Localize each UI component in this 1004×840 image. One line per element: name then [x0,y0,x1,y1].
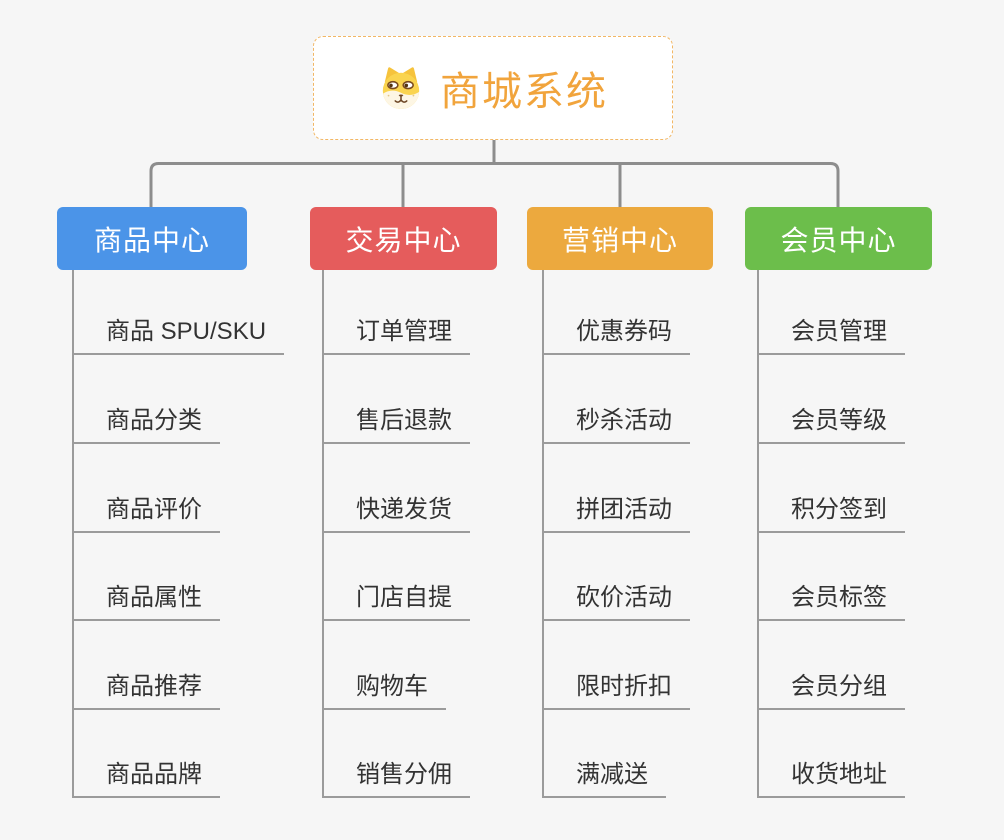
leaf-node[interactable]: 销售分佣 [322,760,470,798]
leaf-node[interactable]: 商品品牌 [72,760,220,798]
leaf-node[interactable]: 商品评价 [72,495,220,533]
leaf-node[interactable]: 收货地址 [757,760,905,798]
branch-header-marketing[interactable]: 营销中心 [527,207,713,270]
branch-header-member[interactable]: 会员中心 [745,207,932,270]
branch-header-trade[interactable]: 交易中心 [310,207,497,270]
column-trunk-line [322,270,324,798]
leaf-node[interactable]: 会员管理 [757,317,905,355]
leaf-node[interactable]: 商品属性 [72,583,220,621]
leaf-node[interactable]: 会员分组 [757,672,905,710]
leaf-node[interactable]: 秒杀活动 [542,406,690,444]
leaf-node[interactable]: 优惠券码 [542,317,690,355]
branch-label: 会员中心 [780,224,897,256]
leaf-node[interactable]: 门店自提 [322,583,470,621]
root-node[interactable]: 商城系统 [313,36,673,140]
leaf-node[interactable]: 商品推荐 [72,672,220,710]
branch-label: 交易中心 [345,224,462,256]
column-trunk-line [72,270,74,798]
leaf-node[interactable]: 积分签到 [757,495,905,533]
branch-header-product[interactable]: 商品中心 [57,207,247,270]
dog-icon [382,67,420,110]
leaf-node[interactable]: 满减送 [542,760,666,798]
leaf-node[interactable]: 砍价活动 [542,583,690,621]
leaf-node[interactable]: 购物车 [322,672,446,710]
leaf-node[interactable]: 商品 SPU/SKU [72,317,285,355]
branch-label: 营销中心 [561,224,678,256]
leaf-node[interactable]: 拼团活动 [542,495,690,533]
leaf-node[interactable]: 会员等级 [757,406,905,444]
leaf-node[interactable]: 会员标签 [757,583,905,621]
branch-label: 商品中心 [93,224,210,256]
column-trunk-line [757,270,759,798]
leaf-node[interactable]: 快递发货 [322,495,470,533]
root-title: 商城系统 [440,70,608,114]
leaf-node[interactable]: 限时折扣 [542,672,690,710]
leaf-node[interactable]: 售后退款 [322,406,470,444]
leaf-node[interactable]: 订单管理 [322,317,470,355]
column-trunk-line [542,270,544,798]
leaf-node[interactable]: 商品分类 [72,406,220,444]
